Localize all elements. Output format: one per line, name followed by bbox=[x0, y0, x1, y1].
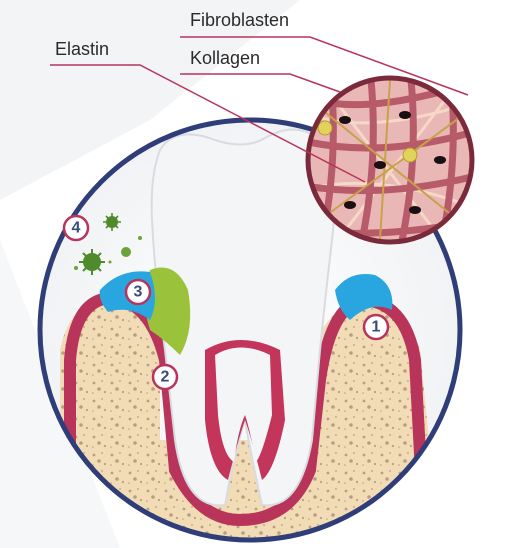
bacteria-icon bbox=[121, 247, 131, 257]
svg-text:Fibroblasten: Fibroblasten bbox=[190, 10, 289, 30]
marker-4: 4 bbox=[64, 216, 88, 240]
svg-text:Kollagen: Kollagen bbox=[190, 48, 260, 68]
marker-1: 1 bbox=[364, 315, 388, 339]
marker-2: 2 bbox=[153, 365, 177, 389]
svg-text:4: 4 bbox=[72, 220, 81, 237]
marker-3: 3 bbox=[126, 280, 150, 304]
svg-text:1: 1 bbox=[372, 319, 381, 336]
svg-text:2: 2 bbox=[161, 369, 170, 386]
svg-text:Elastin: Elastin bbox=[55, 39, 109, 59]
bacteria-icon bbox=[138, 236, 142, 240]
svg-text:3: 3 bbox=[134, 284, 143, 301]
